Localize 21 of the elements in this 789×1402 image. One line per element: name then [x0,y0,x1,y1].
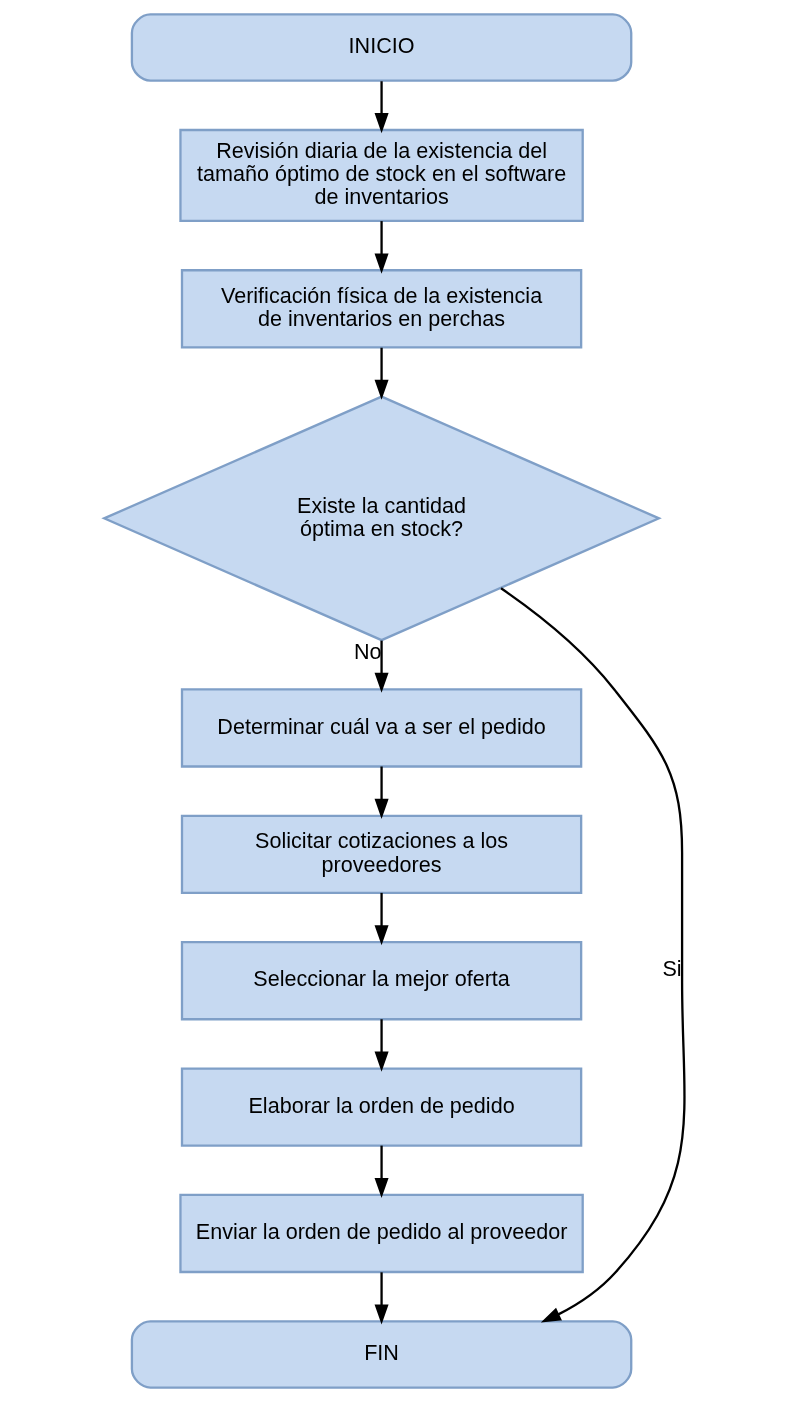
node-box: Elaborar la orden de pedido [180,1067,583,1147]
arrow [374,347,389,400]
edge-label: Si [662,956,682,982]
node-box: Determinar cuál va a ser el pedido [180,688,583,768]
node-box: Seleccionar la mejor oferta [180,941,583,1021]
node-box: Verificación física de la existencia de inventarios en perchas [180,269,583,349]
arrow [374,766,389,819]
arrow [374,1272,389,1325]
node-box: Revisión diaria de la existencia del tamaño óptimo de stock en el software de inventarios [179,128,584,223]
arrow [374,1019,389,1072]
arrow [500,587,686,1323]
arrow [374,640,389,693]
arrow [374,81,389,134]
node-box: FIN [130,1320,633,1389]
node-box: INICIO [130,13,633,82]
node-box: Enviar la orden de pedido al proveedor [179,1193,584,1274]
arrow [374,1145,389,1199]
node-box: Solicitar cotizaciones a los proveedores [180,814,583,895]
arrow [374,221,389,274]
node-diamond: Existe la cantidad óptima en stock? [101,395,662,642]
arrow [374,892,389,946]
